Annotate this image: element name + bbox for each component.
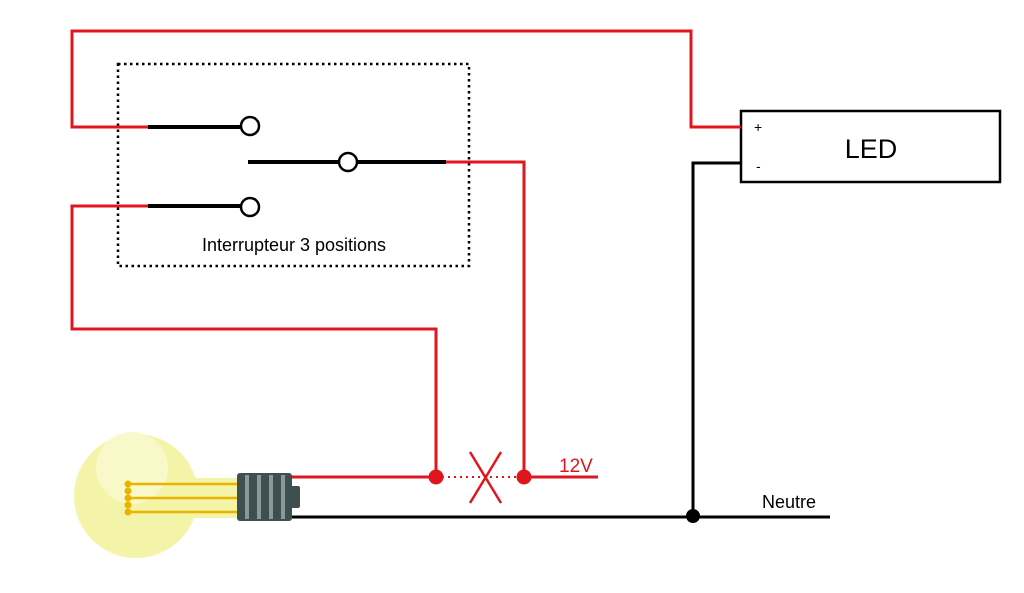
led-plus-label: + — [754, 119, 762, 135]
junction-neutral — [686, 509, 700, 523]
wire-led-minus-to-neutral — [691, 161, 741, 517]
wire-switch-top-to-led-plus — [70, 29, 741, 129]
light-bulb-icon — [74, 432, 300, 558]
switch-contacts — [148, 125, 446, 208]
neutral-label: Neutre — [762, 492, 816, 512]
led-minus-label: - — [756, 158, 761, 174]
switch-enclosure — [116, 62, 471, 268]
junction-right — [516, 469, 532, 485]
cross-mark — [468, 451, 503, 504]
live-wires — [70, 29, 741, 479]
led-box — [739, 109, 1002, 184]
junction-left — [428, 469, 444, 485]
switch-label: Interrupteur 3 positions — [202, 235, 386, 255]
bulb-highlight — [96, 432, 168, 504]
wire-switch-common-to-supply — [446, 160, 526, 477]
bulb-filament — [128, 482, 238, 514]
switch-terminals — [239, 115, 359, 218]
terminal-common — [337, 151, 359, 173]
neutral-wires — [292, 161, 830, 519]
terminal-bottom — [239, 196, 261, 218]
terminal-top — [239, 115, 261, 137]
voltage-label: 12V — [559, 456, 593, 477]
led-label: LED — [845, 134, 898, 164]
bulb-base — [237, 473, 300, 521]
junction-dots-red — [428, 469, 532, 485]
wire-switch-bottom-to-bulb — [70, 204, 438, 477]
